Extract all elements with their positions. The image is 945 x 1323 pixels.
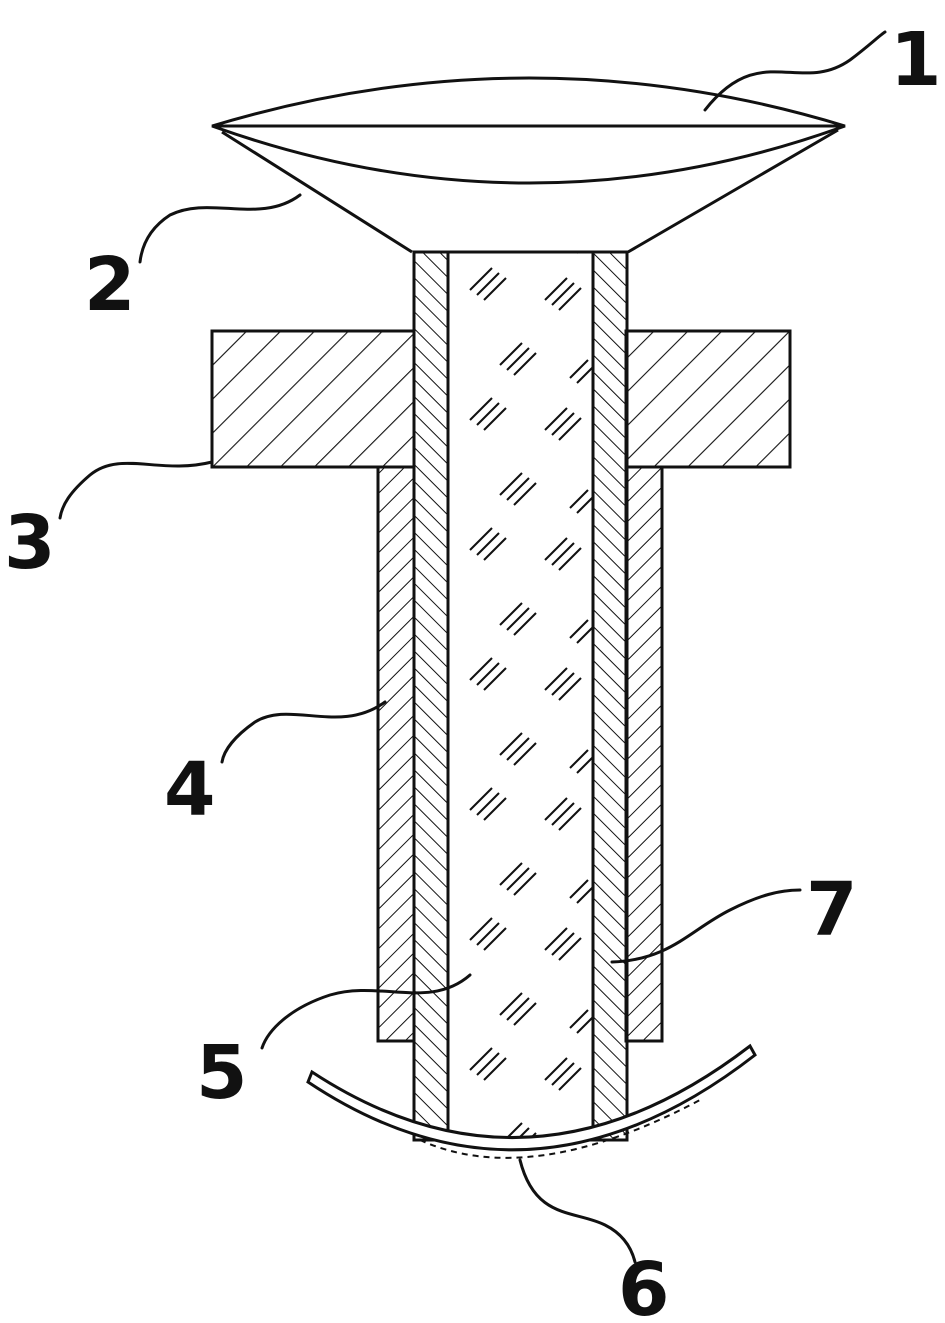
leader-lines	[58, 30, 887, 1264]
leader-7	[610, 888, 802, 964]
lens-lower-arc	[211, 124, 846, 185]
curved-base-plate	[306, 1043, 757, 1159]
leader-1	[703, 30, 887, 112]
lens-upper-arc	[211, 76, 846, 128]
leader-6	[518, 1158, 637, 1264]
leader-2	[138, 193, 302, 264]
leader-5	[260, 973, 472, 1050]
callout-1: 1	[890, 17, 942, 103]
callout-5: 5	[196, 1030, 248, 1116]
lens-cap	[211, 76, 846, 185]
sleeve	[376, 465, 664, 1043]
callout-4: 4	[164, 747, 216, 833]
callout-2: 2	[84, 242, 136, 328]
callout-3: 3	[4, 500, 56, 586]
callout-labels: 1 2 3 4 5 6 7	[4, 17, 942, 1323]
callout-6: 6	[618, 1247, 670, 1323]
leader-4	[220, 700, 387, 764]
flange	[210, 329, 792, 469]
glass-core	[446, 250, 595, 1142]
funnel	[221, 128, 839, 254]
leader-3	[58, 460, 214, 520]
callout-7: 7	[806, 867, 858, 953]
